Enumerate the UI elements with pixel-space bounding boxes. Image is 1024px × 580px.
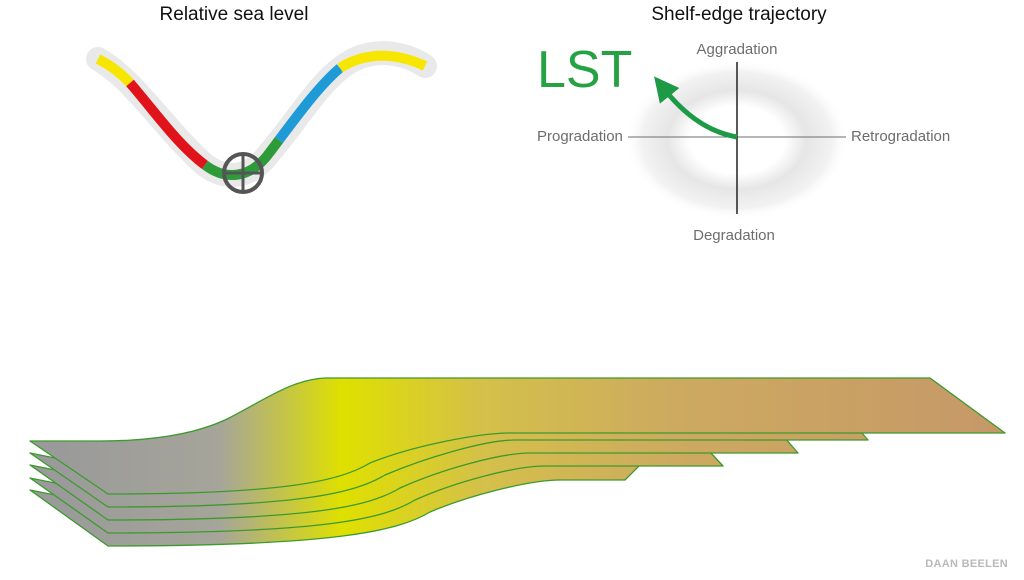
sea-level-panel: Relative sea level — [86, 4, 437, 194]
current-stage-marker — [222, 152, 264, 194]
trajectory-title: Shelf-edge trajectory — [651, 4, 827, 25]
sea-level-curve-highstand-right — [337, 50, 428, 73]
trajectory-panel: Shelf-edge trajectory Aggradation Degrad… — [537, 4, 950, 244]
axis-label-aggradation: Aggradation — [697, 41, 778, 58]
sea-level-curve-highstand-left — [95, 54, 134, 87]
sea-level-curve-falling-stage — [126, 79, 209, 170]
axis-label-retrogradation: Retrogradation — [851, 128, 950, 145]
stratum-layer-1 — [29, 377, 1006, 495]
sea-level-title: Relative sea level — [160, 4, 309, 25]
strata-block — [29, 377, 1006, 547]
trajectory-arrow — [654, 76, 738, 140]
credit-label: DAAN BEELEN — [925, 558, 1008, 570]
sea-level-curve-transgressive — [274, 64, 344, 143]
axis-label-progradation: Progradation — [537, 128, 623, 145]
systems-tract-label: LST — [537, 41, 632, 99]
axis-label-degradation: Degradation — [693, 227, 775, 244]
